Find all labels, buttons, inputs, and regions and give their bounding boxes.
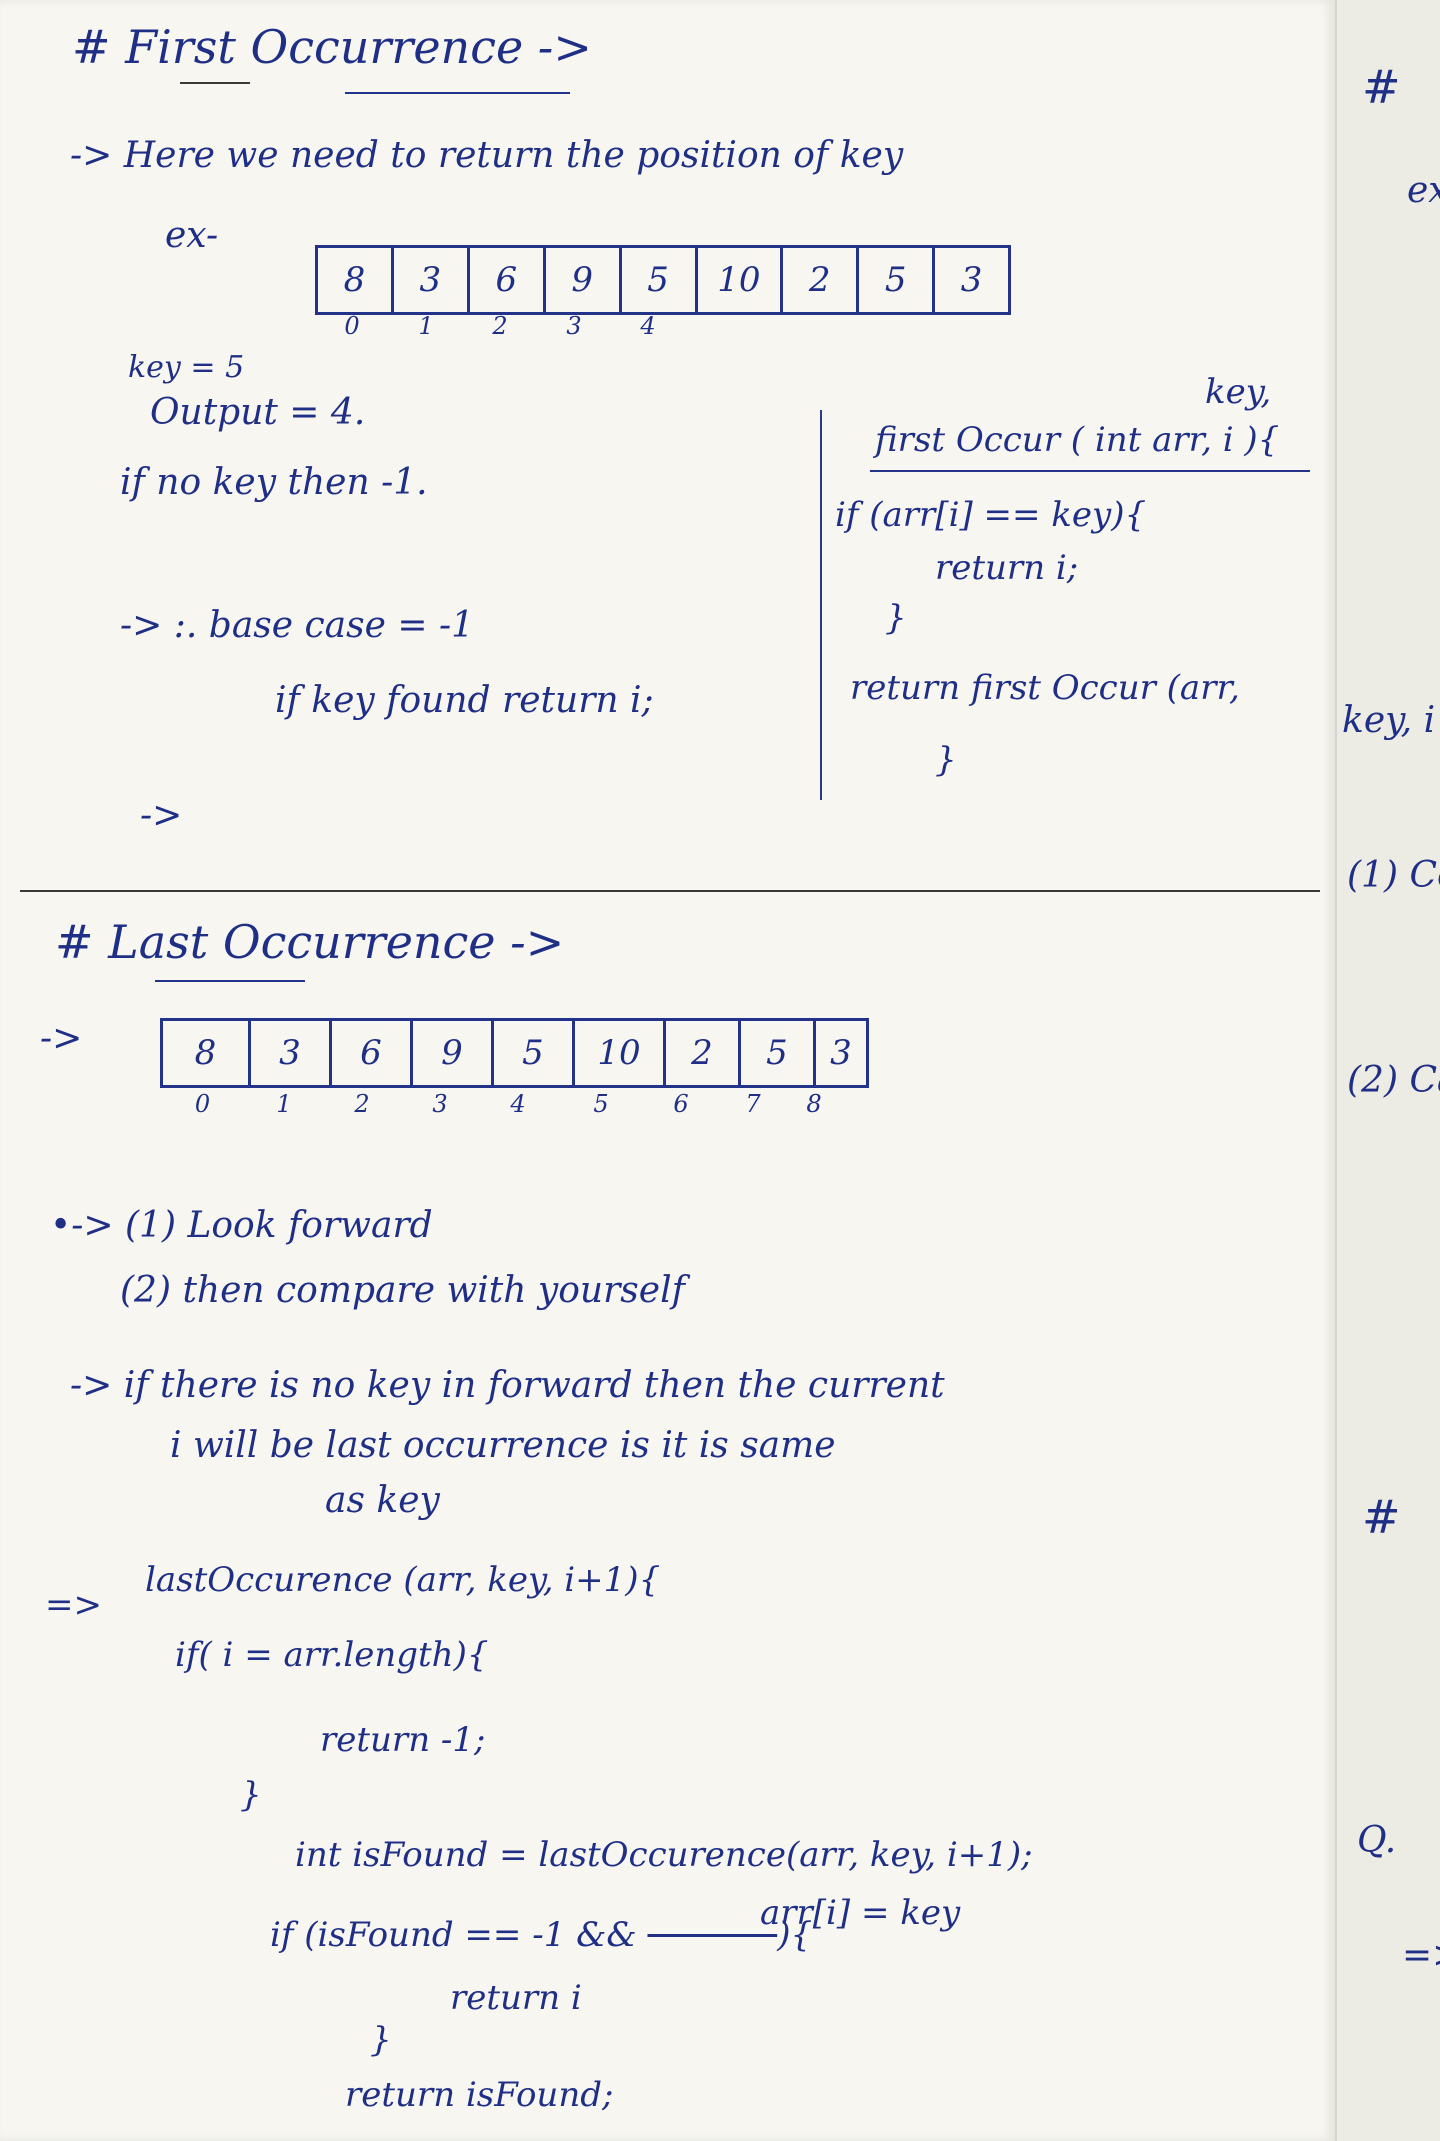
base-case-note: -> :. base case = -1	[120, 605, 475, 646]
array-cell: 10	[698, 248, 784, 312]
index-label: 8	[806, 1090, 822, 1118]
array-cell: 8	[318, 248, 394, 312]
next-page-key: key, i	[1342, 700, 1436, 741]
first-occurrence-heading: # First Occurrence ->	[72, 20, 592, 74]
key-value: key = 5	[128, 350, 245, 385]
array-cell: 3	[251, 1021, 332, 1085]
array-cell: 3	[394, 248, 470, 312]
index-label: 0	[344, 312, 360, 340]
last-occurence-signature: lastOccurence (arr, key, i+1){	[145, 1560, 661, 1600]
arrow-mark: ->	[140, 795, 183, 836]
last-close-brace-2: }	[370, 2020, 392, 2060]
last-return-neg: return -1;	[320, 1720, 486, 1760]
last-return-i: return i	[450, 1978, 582, 2018]
index-label: 3	[432, 1090, 448, 1118]
last-if-length: if( i = arr.length){	[175, 1635, 489, 1675]
signature-underline	[870, 470, 1310, 472]
index-label: 7	[745, 1090, 761, 1118]
condition-above: arr[i] = key	[760, 1893, 961, 1933]
index-label: 4	[640, 312, 656, 340]
index-label: 5	[593, 1090, 609, 1118]
notebook-page: # First Occurrence -> -> Here we need to…	[20, 20, 1320, 2115]
next-page-arrow: =>	[1402, 1935, 1440, 1976]
last-array-box: 8 3 6 9 5 10 2 5 3	[160, 1018, 869, 1088]
next-page-item-2: (2) Ca	[1347, 1060, 1440, 1101]
step-look-forward: •-> (1) Look forward	[50, 1205, 433, 1246]
key-param-note: key,	[1205, 372, 1272, 412]
last-close-brace: }	[240, 1775, 262, 1815]
first-intro-line: -> Here we need to return the position o…	[70, 135, 904, 176]
last-isfound-line: int isFound = lastOccurence(arr, key, i+…	[295, 1835, 1033, 1875]
first-array-box: 8 3 6 9 5 10 2 5 3	[315, 245, 1011, 315]
array-cell: 8	[163, 1021, 251, 1085]
note-line-1: -> if there is no key in forward then th…	[70, 1365, 945, 1406]
note-line-3: as key	[325, 1480, 440, 1521]
last-heading-underline	[155, 980, 305, 982]
no-key-note: if no key then -1.	[120, 462, 428, 503]
key-found-note: if key found return i;	[275, 680, 654, 721]
array-cell: 3	[830, 1033, 852, 1073]
index-label: 3	[566, 312, 582, 340]
code-separator	[820, 410, 822, 800]
index-label: 2	[492, 312, 508, 340]
array-cell: 2	[666, 1021, 741, 1085]
heading-underline-2	[345, 92, 570, 94]
example-label: ex-	[165, 215, 219, 256]
array-cell: 3	[960, 260, 983, 300]
array-cell: 6	[332, 1021, 413, 1085]
array-cell: 10	[575, 1021, 666, 1085]
heading-underline-1	[180, 82, 250, 84]
array-cell: 6	[470, 248, 546, 312]
first-close-brace: }	[885, 598, 907, 638]
note-line-2: i will be last occurrence is it is same	[170, 1425, 836, 1466]
index-label: 6	[673, 1090, 689, 1118]
first-occur-signature: first Occur ( int arr, i ){	[875, 420, 1280, 460]
array-cell: 2	[783, 248, 860, 312]
last-return-isfound: return isFound;	[345, 2075, 614, 2115]
array-cell: 5	[859, 248, 936, 312]
index-label: 1	[418, 312, 434, 340]
first-if-condition: if (arr[i] == key){	[835, 495, 1147, 535]
next-page-ex: ex	[1407, 170, 1440, 211]
first-array-indices: 0 1 2 3 4	[315, 312, 685, 340]
index-label: 2	[354, 1090, 370, 1118]
next-page-hash: #	[1362, 60, 1401, 114]
adjacent-page: # ex key, i (1) Co (2) Ca # Q. =>	[1335, 0, 1440, 2141]
array-cell: 5	[494, 1021, 575, 1085]
first-return-i: return i;	[935, 548, 1079, 588]
first-final-brace: }	[935, 740, 957, 780]
index-label: 1	[276, 1090, 292, 1118]
next-page-hash-2: #	[1362, 1490, 1401, 1544]
next-page-q: Q.	[1357, 1820, 1397, 1861]
first-recursive-return: return first Occur (arr,	[850, 668, 1240, 708]
last-occurrence-heading: # Last Occurrence ->	[55, 915, 565, 969]
output-value: Output = 4.	[150, 392, 366, 433]
struck-text	[647, 1915, 777, 1955]
last-array-indices: 0 1 2 3 4 5 6 7 8	[160, 1090, 839, 1118]
array-cell: 5	[622, 248, 698, 312]
index-label: 4	[510, 1090, 526, 1118]
if-isfound-end: ){	[777, 1915, 813, 1955]
step-compare: (2) then compare with yourself	[120, 1270, 685, 1311]
last-arrow: ->	[40, 1018, 83, 1059]
array-cell: 9	[546, 248, 622, 312]
next-page-item-1: (1) Co	[1347, 855, 1440, 896]
if-isfound-text: if (isFound == -1 &&	[270, 1915, 648, 1955]
index-label: 0	[194, 1090, 211, 1118]
section-divider	[20, 890, 1320, 892]
last-if-isfound: if (isFound == -1 && ){	[270, 1915, 812, 1955]
last-arrow-mark: =>	[45, 1585, 102, 1625]
array-cell: 5	[741, 1021, 816, 1085]
array-cell: 9	[413, 1021, 494, 1085]
